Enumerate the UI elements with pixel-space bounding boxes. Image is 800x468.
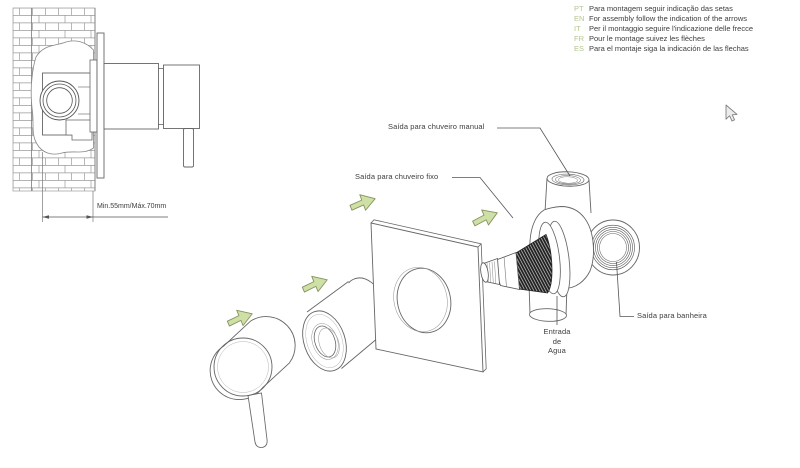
- leader-line-fixed-shower: [452, 177, 514, 219]
- dimension-label: Min.55mm/Máx.70mm: [97, 203, 167, 210]
- instruction-row-it: IT Per il montaggio seguire l'indicazion…: [574, 24, 753, 34]
- language-code: IT: [574, 24, 581, 33]
- instruction-row-fr: FR Pour le montage suivez les flèches: [574, 34, 753, 44]
- instruction-text: Para el montaje siga la indicación de la…: [589, 44, 749, 53]
- language-code: EN: [574, 14, 585, 23]
- instruction-row-pt: PT Para montagem seguir indicação das se…: [574, 4, 753, 14]
- top-port: [544, 171, 592, 214]
- instruction-row-en: EN For assembly follow the indication of…: [574, 14, 753, 24]
- instruction-row-es: ES Para el montaje siga la indicación de…: [574, 44, 753, 54]
- mouse-cursor-icon: [725, 104, 738, 122]
- language-code: PT: [574, 4, 584, 13]
- valve-body: [480, 171, 640, 322]
- label-bathtub-outlet: Saída para banheira: [637, 311, 707, 320]
- exploded-view: [209, 127, 640, 448]
- language-code: FR: [574, 34, 584, 43]
- assembly-arrow-icon: [469, 205, 501, 230]
- cartridge: [480, 220, 571, 298]
- knob-part: [209, 316, 296, 448]
- dimension-line: [42, 152, 168, 222]
- valve-cross-section: [39, 32, 200, 179]
- instruction-text: Per il montaggio seguire l'indicazione d…: [589, 24, 754, 33]
- language-code: ES: [574, 44, 585, 53]
- instruction-text: Para montagem seguir indicação das setas: [589, 4, 733, 13]
- instruction-text: Pour le montage suivez les flèches: [589, 34, 705, 43]
- leader-line-manual-shower: [497, 127, 571, 177]
- assembly-instructions: PT Para montagem seguir indicação das se…: [574, 4, 753, 54]
- label-manual-shower-outlet: Saída para chuveiro manual: [388, 122, 485, 131]
- instruction-text: For assembly follow the indication of th…: [589, 14, 747, 23]
- wall-section-drawing: [12, 7, 200, 222]
- leader-line-bathtub: [616, 261, 634, 317]
- plate-part: [370, 219, 487, 373]
- right-port: [586, 219, 640, 276]
- label-water-inlet: Entrada de Agua: [543, 327, 571, 355]
- label-fixed-shower-outlet: Saída para chuveiro fixo: [355, 172, 439, 181]
- assembly-arrow-icon: [347, 191, 378, 214]
- assembly-arrow-icon: [299, 272, 330, 296]
